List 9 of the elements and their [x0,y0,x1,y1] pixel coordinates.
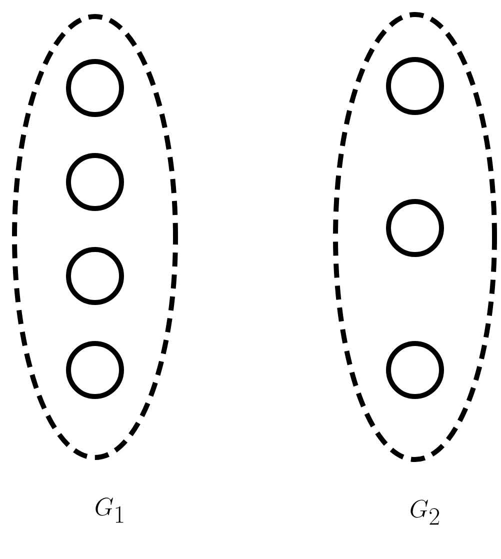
circle [386,341,444,399]
circle [386,199,444,257]
circle [66,247,124,305]
circle [66,341,124,399]
circle [386,57,444,115]
circle [66,59,124,117]
group-label: $G_1$ [96,498,124,523]
group-label: $G_2$ [410,500,440,525]
circle [66,153,124,211]
